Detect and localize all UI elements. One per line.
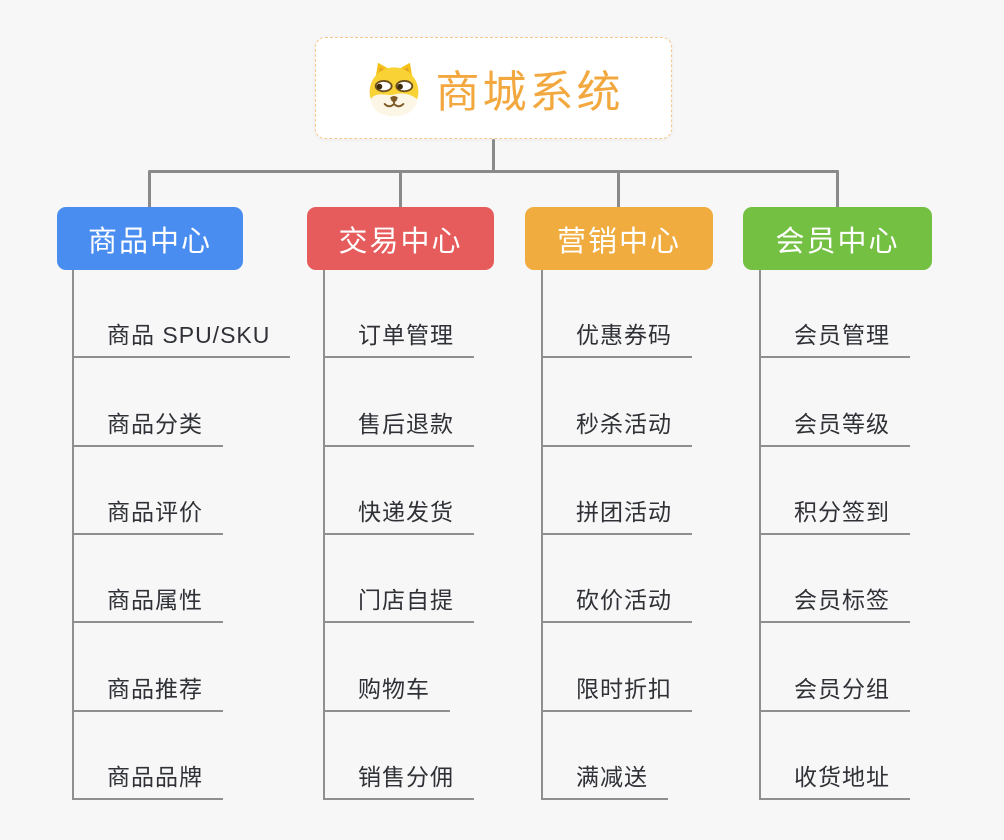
root-title: 商城系统 xyxy=(435,68,624,117)
leaf-label: 会员管理 xyxy=(794,322,890,349)
branch-column-member-center: 会员管理 会员等级 积分签到 会员标签 会员分组 收货地址 xyxy=(759,270,910,800)
leaf-label: 商品 SPU/SKU xyxy=(107,322,271,349)
leaf-node[interactable]: 积分签到 xyxy=(761,447,910,535)
leaf-node[interactable]: 砍价活动 xyxy=(543,535,692,624)
leaf-label: 会员标签 xyxy=(794,587,890,614)
leaf-label: 商品评价 xyxy=(107,498,203,525)
connector-stub-member-center xyxy=(836,170,839,210)
leaf-node[interactable]: 快递发货 xyxy=(325,447,474,535)
branch-node-marketing-center[interactable]: 营销中心 xyxy=(525,207,713,270)
leaf-label: 限时折扣 xyxy=(576,675,672,702)
branch-node-member-center[interactable]: 会员中心 xyxy=(743,207,932,270)
branch-label: 商品中心 xyxy=(87,225,212,258)
connector-stub-trade-center xyxy=(399,170,402,210)
branch-node-product-center[interactable]: 商品中心 xyxy=(57,207,243,270)
leaf-label: 商品品牌 xyxy=(107,763,203,790)
leaf-label: 门店自提 xyxy=(358,587,454,614)
leaf-label: 会员分组 xyxy=(794,675,890,702)
branch-column-trade-center: 订单管理 售后退款 快递发货 门店自提 购物车 销售分佣 xyxy=(323,270,474,800)
branch-column-product-center: 商品 SPU/SKU 商品分类 商品评价 商品属性 商品推荐 商品品牌 xyxy=(72,270,291,800)
connector-root-stub xyxy=(492,139,495,173)
leaf-node[interactable]: 会员分组 xyxy=(761,623,910,712)
leaf-node[interactable]: 商品属性 xyxy=(74,535,223,624)
leaf-node[interactable]: 优惠券码 xyxy=(543,270,692,359)
leaf-node[interactable]: 会员等级 xyxy=(761,358,910,447)
branch-label: 会员中心 xyxy=(775,225,900,258)
leaf-label: 商品分类 xyxy=(107,410,203,437)
leaf-node[interactable]: 拼团活动 xyxy=(543,447,692,535)
leaf-node[interactable]: 会员标签 xyxy=(761,535,910,624)
leaf-label: 商品推荐 xyxy=(107,675,203,702)
connector-stub-marketing-center xyxy=(617,170,620,210)
leaf-node[interactable]: 秒杀活动 xyxy=(543,358,692,447)
root-node[interactable]: 商城系统 xyxy=(315,37,672,139)
leaf-node[interactable]: 满减送 xyxy=(543,712,668,800)
leaf-node[interactable]: 商品品牌 xyxy=(74,712,223,800)
leaf-label: 拼团活动 xyxy=(576,498,672,525)
dog-face-icon xyxy=(369,62,418,117)
leaf-node[interactable]: 销售分佣 xyxy=(325,712,474,800)
leaf-node[interactable]: 商品 SPU/SKU xyxy=(74,270,291,359)
leaf-label: 秒杀活动 xyxy=(576,410,672,437)
leaf-label: 售后退款 xyxy=(358,410,454,437)
leaf-label: 会员等级 xyxy=(794,410,890,437)
connector-harness xyxy=(148,170,839,173)
leaf-node[interactable]: 商品推荐 xyxy=(74,623,223,712)
branch-column-marketing-center: 优惠券码 秒杀活动 拼团活动 砍价活动 限时折扣 满减送 xyxy=(541,270,692,800)
leaf-label: 砍价活动 xyxy=(576,587,672,614)
leaf-node[interactable]: 购物车 xyxy=(325,623,450,712)
leaf-label: 满减送 xyxy=(576,763,648,790)
branch-label: 营销中心 xyxy=(556,225,681,258)
leaf-label: 商品属性 xyxy=(107,587,203,614)
leaf-label: 购物车 xyxy=(358,675,430,702)
leaf-node[interactable]: 商品评价 xyxy=(74,447,223,535)
leaf-label: 销售分佣 xyxy=(358,763,454,790)
leaf-node[interactable]: 商品分类 xyxy=(74,358,223,447)
branch-node-trade-center[interactable]: 交易中心 xyxy=(307,207,494,270)
leaf-node[interactable]: 订单管理 xyxy=(325,270,474,359)
leaf-label: 订单管理 xyxy=(358,322,454,349)
leaf-node[interactable]: 限时折扣 xyxy=(543,623,692,712)
leaf-label: 快递发货 xyxy=(358,498,454,525)
leaf-node[interactable]: 会员管理 xyxy=(761,270,910,359)
leaf-node[interactable]: 售后退款 xyxy=(325,358,474,447)
leaf-label: 优惠券码 xyxy=(576,322,672,349)
leaf-node[interactable]: 收货地址 xyxy=(761,712,910,800)
branch-label: 交易中心 xyxy=(338,225,463,258)
leaf-label: 收货地址 xyxy=(794,763,890,790)
connector-stub-product-center xyxy=(148,170,151,210)
leaf-label: 积分签到 xyxy=(794,498,890,525)
leaf-node[interactable]: 门店自提 xyxy=(325,535,474,624)
